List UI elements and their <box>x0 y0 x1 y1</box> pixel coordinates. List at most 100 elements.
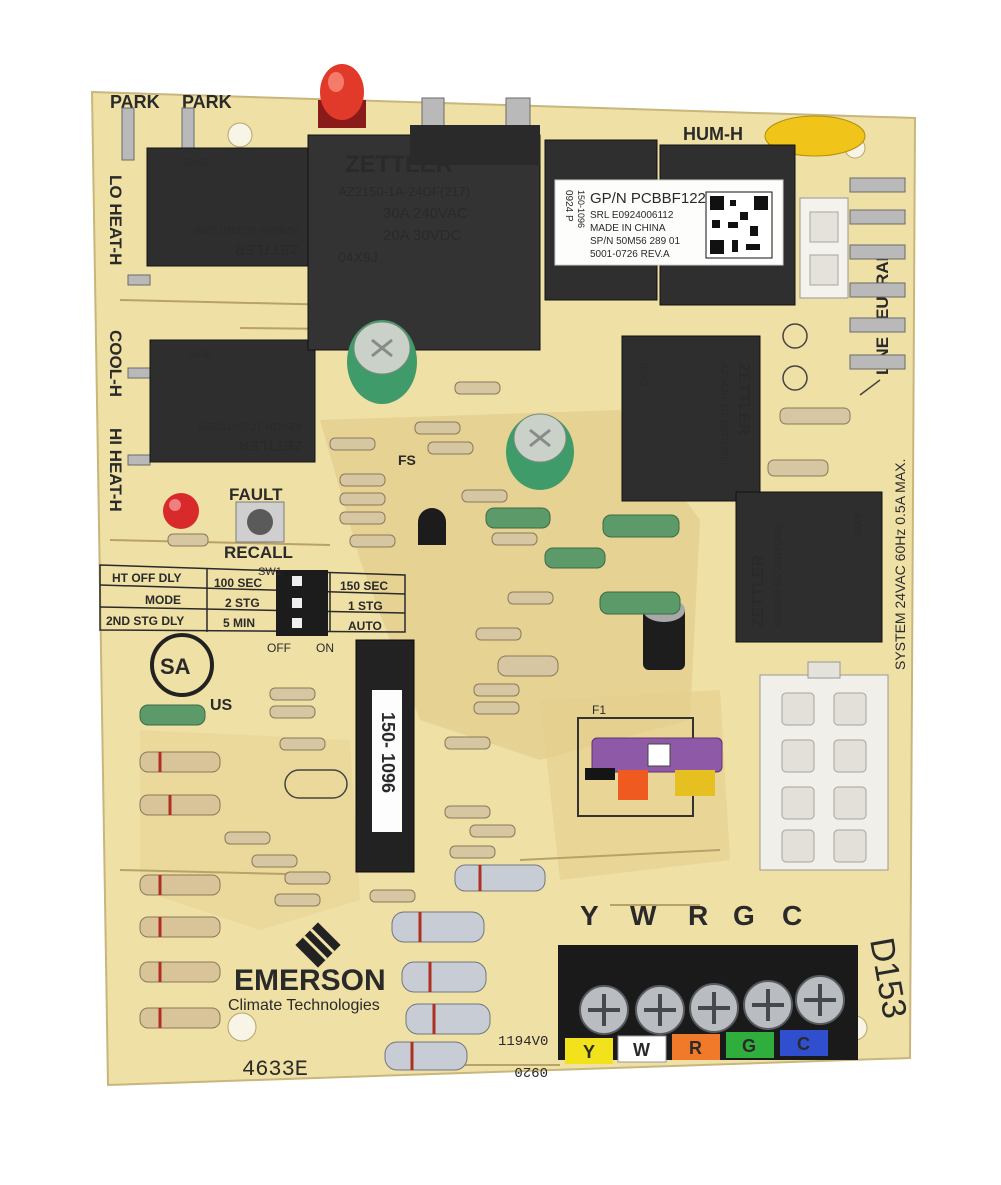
fault-led <box>163 493 199 529</box>
sticker-line1: GP/N PCBBF122 <box>590 190 706 207</box>
main-relay-brand: ZETTLER <box>345 151 453 178</box>
dip-off-label: OFF <box>267 641 291 655</box>
model-label: 4633E <box>242 1057 308 1082</box>
tab-c-letter: C <box>797 1034 810 1054</box>
relay-2-brand: ZETTLER <box>239 438 302 454</box>
dip-row1-right: 150 SEC <box>340 579 388 593</box>
relay-3-brand: ZETTLER <box>735 363 752 435</box>
relay-2-code: 05X9 <box>188 348 212 359</box>
transistor-q9 <box>418 508 446 545</box>
screw-c[interactable] <box>795 975 845 1025</box>
terminal-letter-w: W <box>630 900 657 931</box>
terminal-letter-r: R <box>688 900 708 931</box>
fuse-area <box>577 717 723 817</box>
relay-4-code: 05X9 <box>853 513 864 537</box>
tab-w-letter: W <box>633 1040 650 1060</box>
sticker-side2: 150-1096 <box>576 190 586 228</box>
dip-row2-right: 1 STG <box>348 599 383 613</box>
screw-w[interactable] <box>635 985 685 1035</box>
recall-button[interactable] <box>235 501 285 543</box>
resistors <box>139 381 851 1071</box>
svg-text:SA: SA <box>160 654 191 679</box>
main-relay-model: AZ2150-1A-24DF(217) <box>338 184 470 199</box>
date-label-2: 0920 <box>514 1063 548 1079</box>
relay-3-model: AZ942H-1C-180T(205) <box>718 363 729 465</box>
dip-settings-table <box>99 564 406 633</box>
dip-row2-name: MODE <box>145 593 181 607</box>
fuse-label: F1 <box>592 703 606 717</box>
relay-3-code: 02X9 <box>638 363 649 387</box>
fs-label: FS <box>398 452 416 468</box>
dip-row3-left: 5 MIN <box>223 616 255 630</box>
dip-row3-name: 2ND STG DLY <box>106 614 184 628</box>
red-led-top <box>318 64 366 128</box>
relay-1-model: AZ942H-1C-24DT(205) <box>194 224 298 235</box>
fault-label: FAULT <box>229 485 283 504</box>
terminal-letter-y: Y <box>580 900 599 931</box>
screw-g[interactable] <box>743 980 793 1030</box>
silkscreen-marks <box>284 323 881 799</box>
qr-code <box>705 191 773 259</box>
dip-switch[interactable] <box>276 570 328 636</box>
main-relay-rating2: 20A 30VDC <box>383 227 462 244</box>
screw-r[interactable] <box>689 983 739 1033</box>
main-relay-code: 04X9J <box>338 249 378 265</box>
terminal-color-tabs: Y W R G C <box>565 1030 828 1064</box>
dip-row2-left: 2 STG <box>225 596 260 610</box>
relay-4-brand: ZETTLER <box>750 555 767 627</box>
cool-label: COOL-H <box>106 330 125 397</box>
dip-on-label: ON <box>316 641 334 655</box>
sticker-line2: SRL E0924006112 <box>590 210 674 221</box>
sticker-line5: 5001-0726 REV.A <box>590 249 670 260</box>
relay-1-code: 05X9 <box>184 156 208 167</box>
park-label-1: PARK <box>110 92 160 112</box>
tab-w <box>617 1035 667 1063</box>
relay-lower-right: ZETTLER AZ942H-1C-24DT(205) 05X9 <box>735 491 883 643</box>
dip-row3-right: AUTO <box>348 619 382 633</box>
emerson-sub: Climate Technologies <box>228 997 380 1014</box>
line-neutral-label: L'NE NEUTRAL <box>873 251 892 375</box>
sticker-line3: MADE IN CHINA <box>590 223 666 234</box>
tab-r <box>672 1034 720 1060</box>
tab-c <box>780 1030 828 1056</box>
recall-label: RECALL <box>224 543 293 562</box>
terminal-letter-g: G <box>733 900 755 931</box>
screw-y[interactable] <box>579 985 629 1035</box>
relay-2-model: AZ942H-1C-24DT(205) <box>198 420 302 431</box>
dip-row1-left: 100 SEC <box>214 576 262 590</box>
tab-r-letter: R <box>689 1038 702 1058</box>
relay-center-right: ZETTLER AZ942H-1C-180T(205) 02X9 <box>621 335 761 502</box>
date-label: 1194V0 <box>498 1034 548 1050</box>
dip-row1-name: HT OFF DLY <box>112 571 182 585</box>
relay-cool: ZETTLER AZ942H-1C-24DT(205) 05X9 <box>149 339 316 463</box>
emerson-name: EMERSON <box>234 964 386 997</box>
tab-g <box>726 1032 774 1058</box>
spade-terminals-side <box>127 177 906 466</box>
ic-chip: 150- 1096 <box>355 639 415 873</box>
terminal-letter-c: C <box>782 900 802 931</box>
relay-4-model: AZ942H-1C-24DT(205) <box>773 523 784 627</box>
white-connector-small <box>799 197 849 299</box>
tab-y-letter: Y <box>583 1042 595 1062</box>
capacitor-green-2 <box>506 413 574 490</box>
park-label-2: PARK <box>182 92 232 112</box>
main-relay-rating1: 30A 240VAC <box>383 205 468 222</box>
hi-heat-label: HI HEAT-H <box>106 428 125 512</box>
dip-sw-label: SW1 <box>258 566 282 578</box>
white-connector-large <box>759 661 889 871</box>
tab-y <box>565 1038 613 1064</box>
capacitor-green-1 <box>347 320 417 404</box>
hum-h-label: HUM-H <box>683 124 743 144</box>
terminal-letters: Y W R G C <box>580 900 802 931</box>
lo-heat-label: LO HEAT-H <box>106 175 125 265</box>
relay-1-brand: ZETTLER <box>235 242 298 258</box>
system-note: SYSTEM 24VAC 60Hz 0.5A MAX. <box>892 459 908 670</box>
sticker-side1: 0924 P <box>563 190 574 222</box>
tab-g-letter: G <box>742 1036 756 1056</box>
chip-label: 150- 1096 <box>378 712 398 793</box>
relay-lo-heat: ZETTLER AZ942H-1C-24DT(205) 05X9 <box>146 147 310 267</box>
sticker-line4: SP/N 50M56 289 01 <box>590 236 680 247</box>
main-relay: ZETTLER AZ2150-1A-24DF(217) 30A 240VAC 2… <box>307 125 541 351</box>
part-sticker: GP/N PCBBF122 SRL E0924006112 MADE IN CH… <box>554 179 784 266</box>
